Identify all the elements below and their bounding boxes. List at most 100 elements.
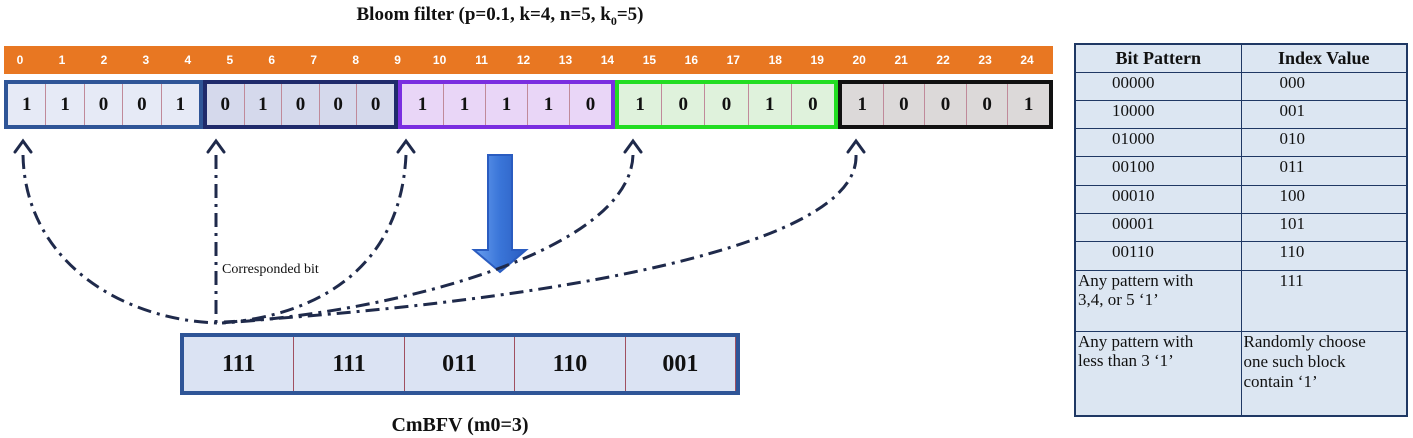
bit-cell: 1	[46, 84, 85, 125]
bit-index-24: 24	[1020, 53, 1034, 67]
header-index-value: Index Value	[1240, 43, 1408, 73]
corresponded-bit-label: Corresponded bit	[222, 262, 319, 277]
bit-cell: 1	[1023, 93, 1034, 115]
arrowhead-block-2	[206, 138, 226, 154]
bit-cell: 0	[925, 84, 967, 125]
cmbfv-cell: 110	[515, 337, 626, 391]
connector-4	[221, 154, 635, 325]
cmbfv-cell: 001	[626, 337, 737, 391]
bit-index-10: 10	[432, 53, 447, 67]
bit-index-1: 1	[58, 53, 66, 67]
bit-cell: 1	[8, 84, 47, 125]
bit-cell: 0	[705, 84, 749, 125]
bit-cell: 0	[207, 84, 245, 125]
bit-cell: 1	[619, 84, 663, 125]
arrowhead-block-4	[623, 138, 643, 154]
bit-cell: 0	[123, 84, 162, 125]
bit-index-16: 16	[684, 53, 699, 67]
bit-pattern-cell: 00100	[1074, 156, 1242, 186]
bit-index-4: 4	[184, 53, 192, 67]
diagram-title: Bloom filter (p=0.1, k=4, n=5, k0=5)	[356, 4, 644, 28]
bit-cell: 0	[662, 84, 706, 125]
index-value-cell: 011	[1240, 156, 1408, 186]
bit-pattern-cell: 01000	[1074, 128, 1242, 158]
bit-index-3: 3	[142, 53, 150, 67]
cmbfv-cell: 111	[294, 337, 405, 391]
bit-pattern-cell: 00001	[1074, 213, 1242, 243]
bit-cell: 1	[528, 84, 570, 125]
bit-pattern-cell: 10000	[1074, 99, 1242, 130]
bit-index-7: 7	[310, 53, 318, 67]
bit-pattern-cell: 00010	[1074, 184, 1242, 215]
bit-cell: 0	[967, 84, 1009, 125]
down-arrow-icon	[471, 154, 529, 274]
arrowhead-block-5	[846, 138, 866, 154]
index-value-cell: 100	[1240, 184, 1408, 215]
bit-index-14: 14	[600, 53, 615, 67]
bit-cell: 1	[842, 84, 884, 125]
bit-index-13: 13	[558, 53, 573, 67]
bit-index-22: 22	[936, 53, 950, 67]
bit-index-20: 20	[852, 53, 866, 67]
bit-index-6: 6	[268, 53, 276, 67]
bit-cell: 1	[175, 93, 186, 115]
bit-cell: 0	[370, 93, 381, 115]
bit-cell: 0	[282, 84, 320, 125]
bit-index-0: 0	[16, 53, 24, 67]
bit-cell: 1	[749, 84, 792, 125]
bit-pattern-cell: 00000	[1074, 71, 1242, 101]
index-value-cell: 000	[1240, 71, 1408, 101]
bit-pattern-cell: 00110	[1074, 241, 1242, 271]
bit-index-15: 15	[642, 53, 657, 67]
header-bit-pattern: Bit Pattern	[1074, 43, 1242, 73]
bit-index-5: 5	[226, 53, 234, 67]
index-value-cell: 010	[1240, 128, 1408, 158]
arrowhead-block-1	[13, 138, 33, 154]
bit-index-19: 19	[810, 53, 824, 67]
bit-cell: 0	[585, 93, 596, 115]
bit-cell: 0	[808, 93, 818, 115]
bit-cell: 1	[444, 84, 486, 125]
bit-index-9: 9	[394, 53, 401, 67]
bit-index-21: 21	[894, 53, 908, 67]
index-value-cell: 001	[1240, 99, 1408, 130]
bit-index-12: 12	[516, 53, 531, 67]
bit-index-23: 23	[978, 53, 992, 67]
connector-1	[21, 154, 219, 325]
bit-index-17: 17	[726, 53, 740, 67]
index-value-cell: 111	[1240, 269, 1408, 332]
index-value-cell: 101	[1240, 213, 1408, 243]
bit-index-2: 2	[100, 53, 108, 67]
bit-cell: 1	[245, 84, 283, 125]
bit-cell: 0	[320, 84, 358, 125]
bit-cell: 0	[884, 84, 926, 125]
bit-index-8: 8	[352, 53, 360, 67]
bit-index-18: 18	[768, 53, 782, 67]
bit-cell: 0	[85, 84, 124, 125]
bit-index-11: 11	[475, 53, 488, 67]
connector-5	[223, 154, 858, 324]
bit-cell: 1	[486, 84, 528, 125]
table-header-row: Bit Pattern Index Value	[1074, 43, 1408, 73]
bit-cell: 1	[402, 84, 444, 125]
cmbfv-label: CmBFV (m0=3)	[391, 414, 529, 436]
